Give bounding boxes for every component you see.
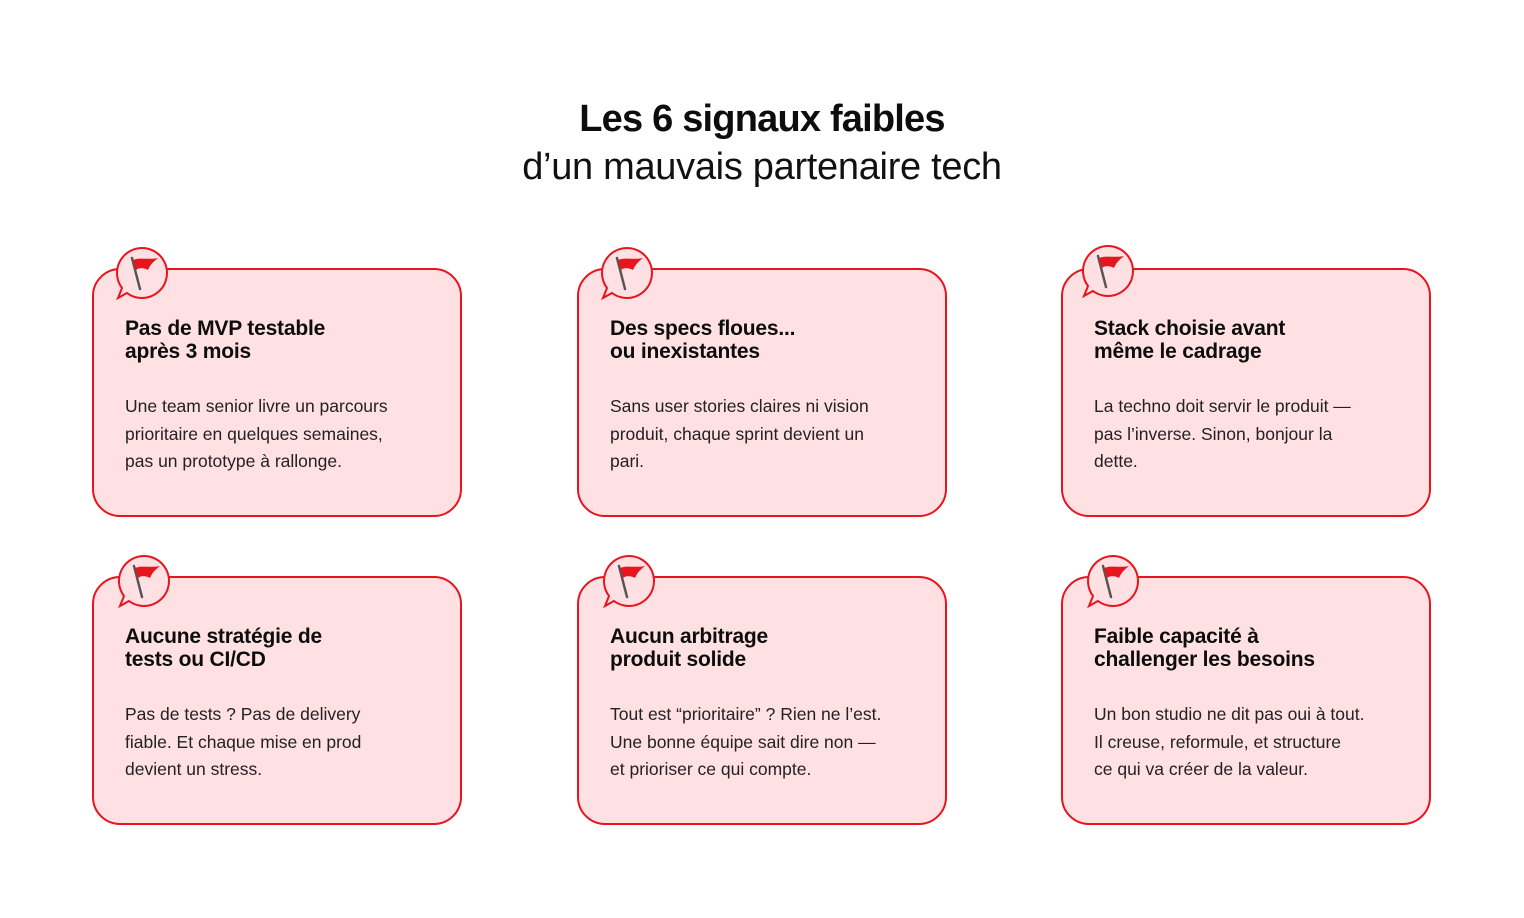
red-flag-icon bbox=[598, 245, 656, 303]
header: Les 6 signaux faibles d’un mauvais parte… bbox=[0, 96, 1524, 192]
signal-card-5: Aucun arbitrage produit solide Tout est … bbox=[577, 576, 947, 825]
card-body: Pas de tests ? Pas de delivery fiable. E… bbox=[125, 704, 362, 779]
red-flag-icon bbox=[1084, 553, 1142, 611]
card-body: Un bon studio ne dit pas oui à tout. Il … bbox=[1094, 704, 1365, 779]
signal-card-3: Stack choisie avant même le cadrage La t… bbox=[1061, 268, 1431, 517]
card-body: Une team senior livre un parcours priori… bbox=[125, 396, 388, 471]
red-flag-icon bbox=[115, 553, 173, 611]
card-title: Stack choisie avant même le cadrage bbox=[1094, 317, 1286, 363]
signal-card-4: Aucune stratégie de tests ou CI/CD Pas d… bbox=[92, 576, 462, 825]
card-body: La techno doit servir le produit — pas l… bbox=[1094, 396, 1351, 471]
page-title: Les 6 signaux faibles bbox=[579, 98, 945, 140]
card-title: Aucune stratégie de tests ou CI/CD bbox=[125, 625, 322, 671]
card-title: Faible capacité à challenger les besoins bbox=[1094, 625, 1315, 671]
signal-card-6: Faible capacité à challenger les besoins… bbox=[1061, 576, 1431, 825]
card-title: Des specs floues... ou inexistantes bbox=[610, 317, 796, 363]
red-flag-icon bbox=[113, 245, 171, 303]
red-flag-icon bbox=[600, 553, 658, 611]
card-body: Sans user stories claires ni vision prod… bbox=[610, 396, 869, 471]
signal-card-1: Pas de MVP testable après 3 mois Une tea… bbox=[92, 268, 462, 517]
signal-card-2: Des specs floues... ou inexistantes Sans… bbox=[577, 268, 947, 517]
page-subtitle: d’un mauvais partenaire tech bbox=[522, 146, 1002, 188]
card-title: Pas de MVP testable après 3 mois bbox=[125, 317, 326, 363]
card-title: Aucun arbitrage produit solide bbox=[610, 625, 769, 671]
red-flag-icon bbox=[1079, 243, 1137, 301]
card-body: Tout est “prioritaire” ? Rien ne l’est. … bbox=[610, 704, 882, 779]
